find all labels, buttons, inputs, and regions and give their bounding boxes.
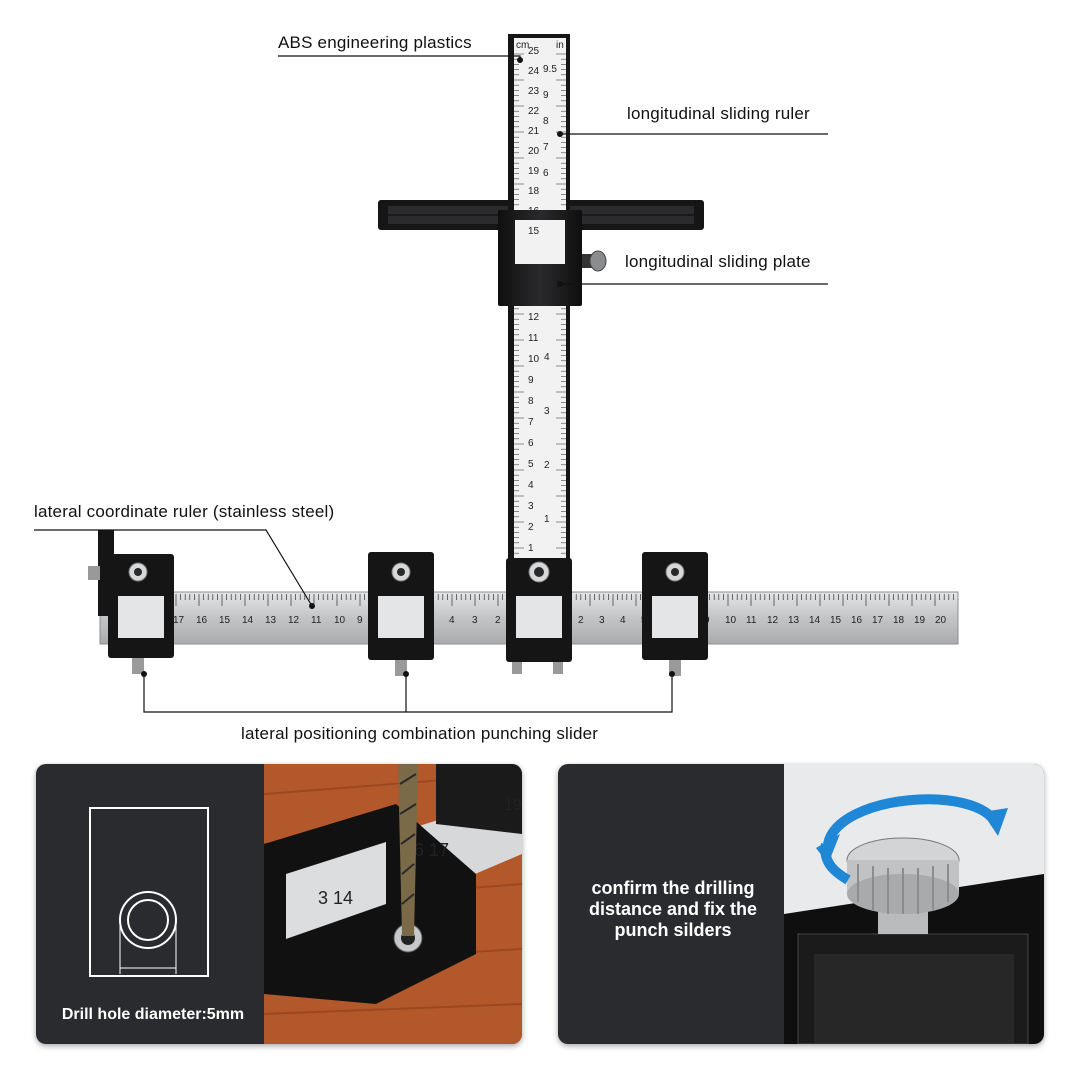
rotate-arrow-icon — [823, 794, 1001, 846]
drill-hole-diagram: 3 14 6 17 19 — [89, 764, 522, 1044]
label-long-ruler: longitudinal sliding ruler — [627, 104, 810, 123]
unit-in: in — [556, 40, 564, 51]
vruler-cm-number: 15 — [528, 226, 540, 237]
ruler-number: 17 — [173, 615, 185, 626]
vruler-cm-number: 18 — [528, 186, 540, 197]
drill-hole-caption: Drill hole diameter:5mm — [61, 1006, 245, 1023]
ruler-number: 17 — [872, 615, 884, 626]
vertical-ruler-ticks — [514, 53, 566, 575]
svg-text:3 14: 3 14 — [318, 888, 353, 908]
label-abs: ABS engineering plastics — [278, 33, 472, 52]
vruler-cm-number: 12 — [528, 312, 540, 323]
vruler-in-number: 6 — [543, 168, 549, 179]
leader-lateral — [34, 529, 313, 607]
vruler-in-number: 4 — [544, 352, 550, 363]
vruler-cm-number: 8 — [528, 396, 534, 407]
vruler-cm-number: 25 — [528, 46, 540, 57]
vruler-cm-number: 21 — [528, 126, 540, 137]
svg-text:19: 19 — [504, 797, 522, 814]
ruler-number: 18 — [893, 615, 905, 626]
ruler-number: 3 — [599, 615, 605, 626]
leader-punch — [143, 674, 673, 713]
vruler-cm-number: 1 — [528, 543, 534, 554]
ruler-number: 12 — [767, 615, 779, 626]
vruler-in-number: 8 — [543, 116, 549, 127]
vruler-cm-number: 22 — [528, 106, 540, 117]
unit-cm: cm — [516, 40, 529, 51]
vruler-in-number: 2 — [544, 460, 550, 471]
ruler-number: 14 — [809, 615, 821, 626]
ruler-number: 10 — [334, 615, 346, 626]
ruler-number: 13 — [788, 615, 800, 626]
ruler-number: 2 — [495, 615, 501, 626]
vruler-cm-number: 24 — [528, 66, 540, 77]
vruler-cm-number: 3 — [528, 501, 534, 512]
ruler-number: 15 — [830, 615, 842, 626]
punch-slider-middle — [368, 552, 434, 676]
vruler-in-number: 9.5 — [543, 64, 557, 75]
knob-photo — [784, 764, 1044, 1044]
plate-knob — [589, 250, 607, 272]
vruler-cm-number: 23 — [528, 86, 540, 97]
vruler-cm-number: 10 — [528, 354, 540, 365]
ruler-number: 13 — [265, 615, 277, 626]
leader-abs — [278, 55, 521, 60]
ruler-number: 10 — [725, 615, 737, 626]
ruler-number: 9 — [357, 615, 363, 626]
ruler-number: 14 — [242, 615, 254, 626]
vruler-in-number: 9 — [543, 90, 549, 101]
ruler-number: 4 — [449, 615, 455, 626]
vruler-cm-number: 19 — [528, 166, 540, 177]
vruler-cm-number: 4 — [528, 480, 534, 491]
vruler-cm-number: 6 — [528, 438, 534, 449]
ruler-number: 19 — [914, 615, 926, 626]
vruler-cm-number: 20 — [528, 146, 540, 157]
ruler-number: 3 — [472, 615, 478, 626]
fix-slider-caption: confirm the drilling distance and fix th… — [588, 878, 758, 940]
label-long-plate: longitudinal sliding plate — [625, 252, 811, 271]
svg-text:6 17: 6 17 — [414, 840, 449, 860]
ruler-number: 12 — [288, 615, 300, 626]
vruler-cm-number: 2 — [528, 522, 534, 533]
label-lateral-ruler: lateral coordinate ruler (stainless stee… — [34, 502, 335, 521]
drill-hole-card: 3 14 6 17 19 Drill hole diameter:5mm — [36, 764, 522, 1044]
vertical-ruler-labels: 252423222120191816159.598761211109876543… — [528, 46, 557, 554]
ruler-number: 20 — [935, 615, 947, 626]
ruler-number: 16 — [851, 615, 863, 626]
product-illustration: 8171615141312111097654320234567910111213… — [34, 34, 959, 713]
ruler-number: 4 — [620, 615, 626, 626]
vruler-cm-number: 16 — [528, 206, 540, 217]
vruler-cm-number: 7 — [528, 417, 534, 428]
ruler-number: 2 — [578, 615, 584, 626]
ruler-number: 11 — [746, 615, 757, 626]
punch-slider-left — [108, 554, 174, 674]
fix-slider-card: confirm the drilling distance and fix th… — [558, 764, 1044, 1044]
vruler-cm-number: 5 — [528, 459, 534, 470]
punch-slider-right — [642, 552, 708, 676]
vruler-in-number: 1 — [544, 514, 550, 525]
ruler-number: 11 — [311, 615, 322, 626]
vruler-in-number: 7 — [543, 142, 549, 153]
vruler-in-number: 3 — [544, 406, 550, 417]
vruler-cm-number: 11 — [528, 333, 539, 344]
ruler-number: 15 — [219, 615, 231, 626]
label-punch-slider: lateral positioning combination punching… — [241, 724, 599, 743]
ruler-number: 16 — [196, 615, 208, 626]
vruler-cm-number: 9 — [528, 375, 534, 386]
